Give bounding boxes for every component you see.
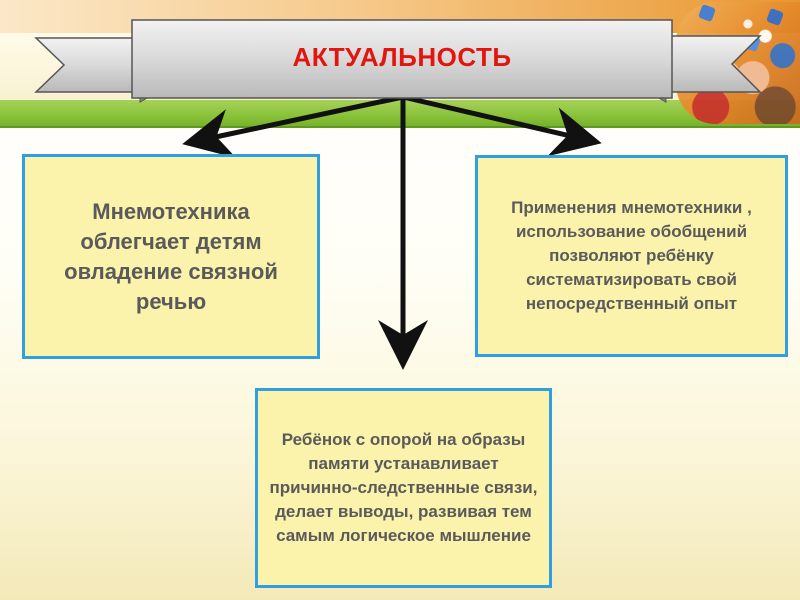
box-bottom-text: Ребёнок с опорой на образы памяти устана… <box>269 430 538 545</box>
title-banner: АКТУАЛЬНОСТЬ <box>0 0 800 110</box>
banner-ribbon-shape <box>34 19 762 103</box>
box-right-text: Применения мнемотехники , использование … <box>511 198 752 313</box>
page-title: АКТУАЛЬНОСТЬ <box>292 41 512 72</box>
box-bottom: Ребёнок с опорой на образы памяти устана… <box>255 388 552 588</box>
arrow-to-right-box <box>402 94 602 157</box>
box-left: Мнемотехника облегчает детям овладение с… <box>22 154 320 359</box>
box-right: Применения мнемотехники , использование … <box>475 155 788 357</box>
green-band <box>0 100 800 128</box>
box-left-text: Мнемотехника облегчает детям овладение с… <box>64 198 278 314</box>
arrow-to-left-box <box>182 94 404 159</box>
